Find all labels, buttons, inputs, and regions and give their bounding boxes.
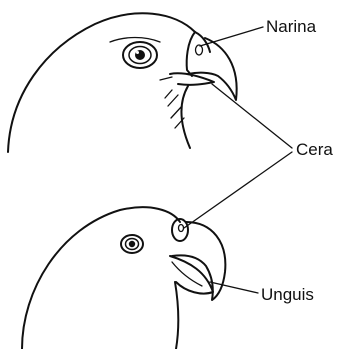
cera-label: Cera: [296, 140, 333, 159]
parrot-head: [22, 207, 225, 349]
raptor-lower-mandible: [170, 73, 214, 85]
narina-leader-line: [200, 27, 263, 46]
raptor-nostril-icon: [196, 45, 203, 55]
cera-leader-line-top: [212, 84, 292, 148]
cera-leader-line-bottom: [184, 152, 292, 228]
parrot-upper-mandible: [172, 222, 225, 300]
raptor-upper-mandible: [188, 38, 237, 100]
parrot-nostril-icon: [179, 225, 184, 232]
raptor-gape-line: [160, 77, 172, 80]
narina-label: Narina: [266, 17, 317, 36]
raptor-head-outline: [8, 13, 195, 152]
parrot-jaw-outline: [175, 282, 178, 349]
parrot-eye-icon: [121, 235, 143, 253]
raptor-brow: [110, 38, 160, 43]
raptor-cera: [187, 32, 195, 76]
raptor-head: [8, 13, 237, 152]
unguis-label: Unguis: [261, 285, 314, 304]
parrot-head-outline: [22, 207, 180, 349]
leader-lines: [184, 27, 292, 293]
raptor-eye-icon: [123, 42, 157, 68]
raptor-throat-outline: [182, 86, 191, 148]
unguis-leader-line: [210, 282, 258, 293]
